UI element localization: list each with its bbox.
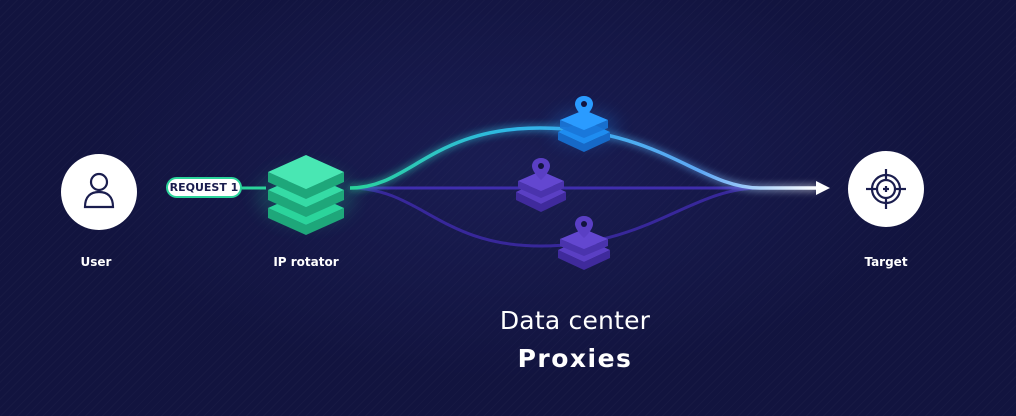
arrow-right-icon <box>816 181 830 195</box>
active-proxy-node <box>550 96 618 152</box>
caption-title: Data center <box>499 306 651 335</box>
ip-rotator-stack <box>256 155 356 235</box>
inactive-proxy-node-middle <box>516 158 566 212</box>
inactive-proxy-node-lower <box>558 216 610 270</box>
user-node <box>61 154 137 230</box>
caption-subtitle: Proxies <box>517 344 633 373</box>
location-pin-icon <box>532 158 550 180</box>
target-node <box>848 151 924 227</box>
user-icon <box>83 172 115 209</box>
location-pin-icon <box>575 216 593 238</box>
crosshair-icon <box>866 169 906 209</box>
inactive-path-lower <box>349 186 761 248</box>
user-label: User <box>80 255 112 269</box>
request-badge: REQUEST 1 <box>166 177 242 198</box>
active-path-upper <box>349 126 818 190</box>
ip-rotator-label: IP rotator <box>273 255 339 269</box>
location-pin-icon <box>575 96 593 118</box>
target-label: Target <box>864 255 908 269</box>
